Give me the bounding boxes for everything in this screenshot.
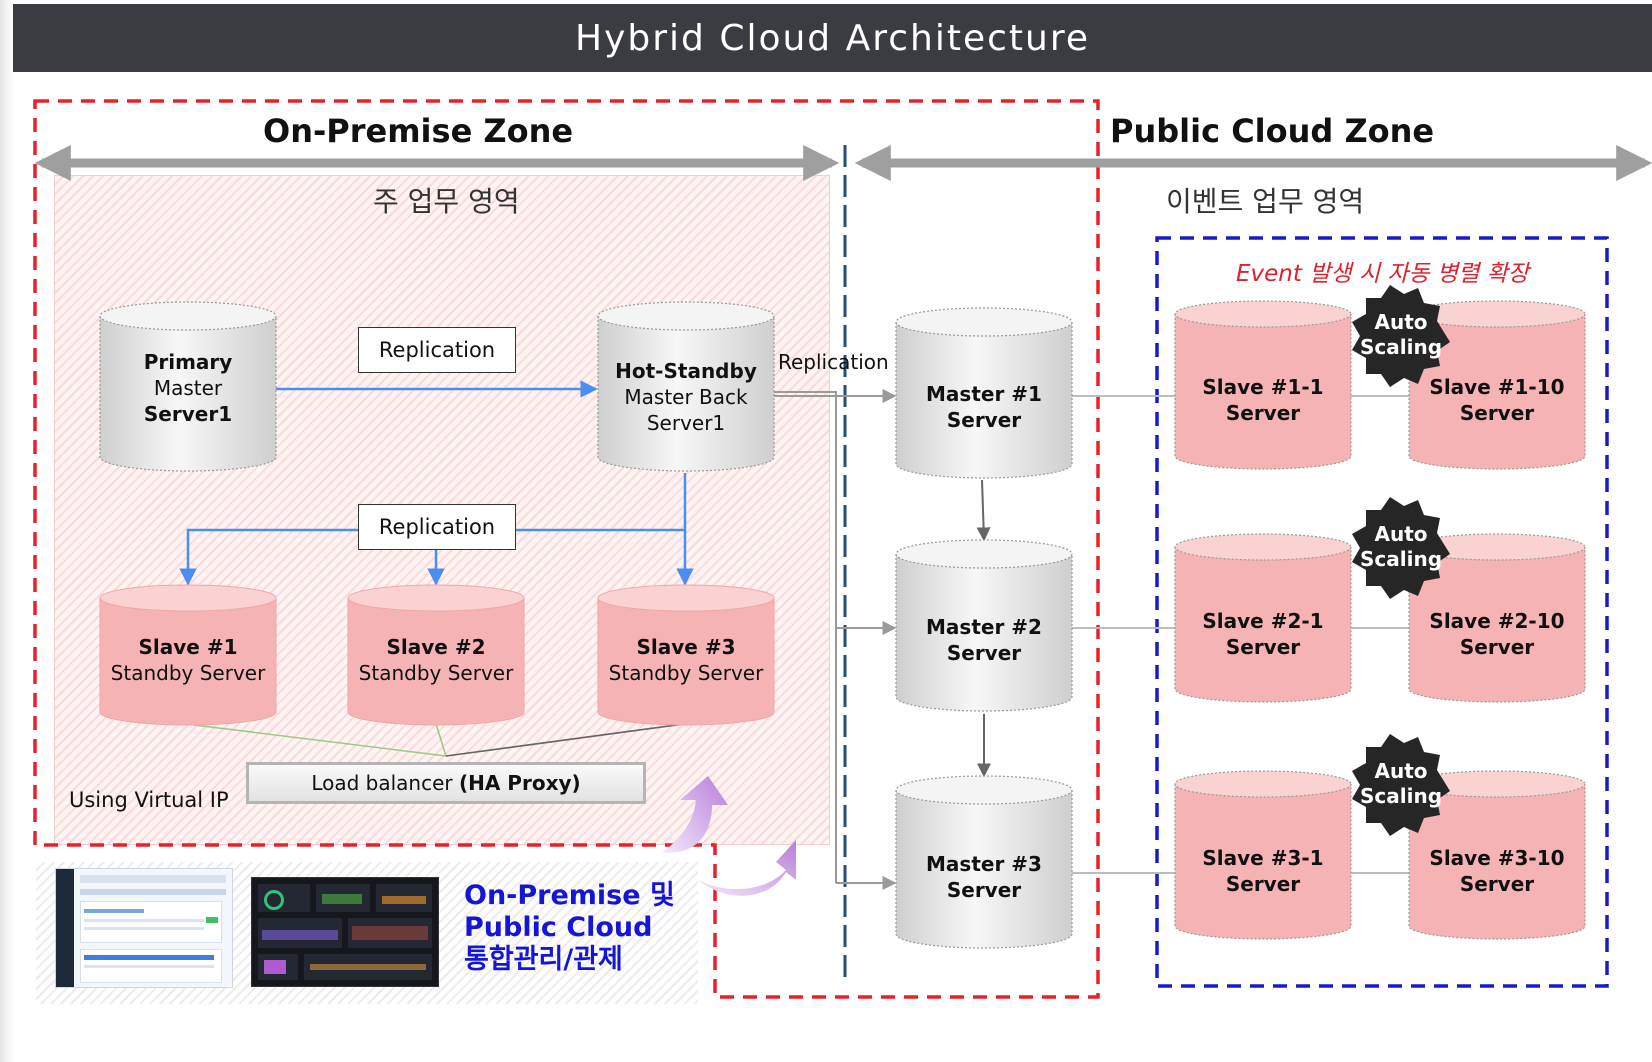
slave-1-label: Slave #1 Standby Server: [100, 634, 276, 686]
master-2-line-2: Server: [946, 641, 1022, 665]
replication-label-cloud: Replication: [778, 350, 889, 374]
management-curved-arrow-right: [698, 840, 796, 896]
auto-scaling-badge-3-text: Auto Scaling: [1326, 759, 1476, 809]
primary-master-server-cylinder: [99, 301, 277, 472]
slave-2-standby-cylinder: [347, 584, 525, 726]
master-2-line-1: Master #2: [926, 615, 1042, 639]
slave-1-10-label: Slave #1-10 Server: [1409, 374, 1585, 426]
slave-1-10-server-cylinder: [1408, 300, 1586, 470]
slave-3-to-load-balancer-line: [445, 723, 685, 757]
auto-scaling-badge-2-burst: [1352, 497, 1450, 599]
slave-3-1-label: Slave #3-1 Server: [1175, 845, 1351, 897]
slave-1-1-line-2: Server: [1225, 401, 1301, 425]
replication-label-top: Replication: [358, 327, 516, 373]
slave-3-1-line-1: Slave #3-1: [1202, 846, 1324, 870]
management-console-light-thumbnail: [55, 868, 233, 988]
slave-1-line-2: Standby Server: [110, 661, 266, 685]
slave-2-10-server-cylinder: [1408, 533, 1586, 703]
master-3-server-cylinder: [895, 775, 1073, 949]
management-label: On-Premise 및 Public Cloud 통합관리/관제: [464, 880, 675, 976]
primary-line-1: Primary: [143, 350, 233, 374]
slave-2-10-label: Slave #2-10 Server: [1409, 608, 1585, 660]
slave-2-line-1: Slave #2: [386, 635, 486, 659]
slave-2-1-line-2: Server: [1225, 635, 1301, 659]
hot-standby-line-1: Hot-Standby: [615, 359, 757, 383]
page-edge-shadow: [0, 0, 14, 1062]
on-premise-zone-border: [33, 99, 1100, 999]
slave-1-1-label: Slave #1-1 Server: [1175, 374, 1351, 426]
management-line-3: 통합관리/관제: [464, 944, 623, 975]
primary-line-3: Server1: [143, 402, 233, 426]
slave-2-10-line-1: Slave #2-10: [1429, 609, 1565, 633]
auto-scaling-1-line-1: Auto: [1374, 310, 1428, 334]
auto-scaling-badge-1-burst: [1352, 285, 1450, 387]
slave-2-label: Slave #2 Standby Server: [348, 634, 524, 686]
auto-scaling-1-line-2: Scaling: [1359, 335, 1443, 359]
master-1-line-1: Master #1: [926, 382, 1042, 406]
event-work-area-label: 이벤트 업무 영역: [1166, 185, 1365, 218]
hot-standby-line-2: Master Back: [624, 385, 748, 409]
load-balancer-box: Load balancer (HA Proxy): [246, 762, 646, 804]
load-balancer-prefix: Load balancer: [311, 771, 459, 795]
load-balancer-bold: (HA Proxy): [458, 771, 581, 795]
auto-scaling-badge-2-text: Auto Scaling: [1326, 522, 1476, 572]
master-2-server-cylinder: [895, 539, 1073, 712]
slave-3-line-2: Standby Server: [608, 661, 764, 685]
main-work-area-label: 주 업무 영역: [373, 185, 520, 218]
slave-3-standby-cylinder: [597, 584, 775, 726]
master-2-label: Master #2 Server: [896, 614, 1072, 666]
standby-to-masters-connector: [772, 391, 837, 883]
master-3-label: Master #3 Server: [896, 851, 1072, 903]
slave-3-line-1: Slave #3: [636, 635, 736, 659]
virtual-ip-label: Using Virtual IP: [69, 788, 229, 812]
primary-line-2: Master: [153, 376, 223, 400]
management-curved-arrow-up: [662, 776, 728, 853]
slave-2-1-server-cylinder: [1174, 533, 1352, 703]
title-bar: Hybrid Cloud Architecture: [13, 4, 1652, 72]
management-line-2: Public Cloud: [464, 912, 653, 943]
management-line-1: On-Premise 및: [464, 880, 675, 911]
auto-scaling-2-line-1: Auto: [1374, 522, 1428, 546]
slave-1-line-1: Slave #1: [138, 635, 238, 659]
slave-3-10-label: Slave #3-10 Server: [1409, 845, 1585, 897]
slave-1-standby-cylinder: [99, 584, 277, 726]
public-cloud-zone-title: Public Cloud Zone: [1110, 112, 1435, 150]
master-1-to-master-2-arrow: [976, 479, 991, 542]
slave-1-10-line-1: Slave #1-10: [1429, 375, 1565, 399]
master-1-label: Master #1 Server: [896, 381, 1072, 433]
slave-2-line-2: Standby Server: [358, 661, 514, 685]
auto-scaling-2-line-2: Scaling: [1359, 547, 1443, 571]
hot-standby-server-label: Hot-Standby Master Back Server1: [598, 358, 774, 436]
slave-3-label: Slave #3 Standby Server: [598, 634, 774, 686]
hot-standby-server-cylinder: [597, 301, 775, 472]
auto-scaling-3-line-2: Scaling: [1359, 784, 1443, 808]
slave-3-10-line-2: Server: [1459, 872, 1535, 896]
auto-scaling-badge-3-burst: [1352, 734, 1450, 836]
replication-label-middle: Replication: [358, 504, 516, 550]
slave-3-1-server-cylinder: [1174, 770, 1352, 940]
page-title: Hybrid Cloud Architecture: [575, 18, 1090, 59]
event-caption: Event 발생 시 자동 병렬 확장: [1236, 261, 1529, 287]
slave-2-1-line-1: Slave #2-1: [1202, 609, 1324, 633]
slaves-to-load-balancer-lines: [185, 723, 685, 757]
master-1-server-cylinder: [895, 307, 1073, 479]
master-3-line-2: Server: [946, 878, 1022, 902]
hot-standby-line-3: Server1: [646, 411, 726, 435]
master-1-line-2: Server: [946, 408, 1022, 432]
slave-1-10-line-2: Server: [1459, 401, 1535, 425]
primary-server-label: Primary Master Server1: [100, 349, 276, 427]
slave-3-10-line-1: Slave #3-10: [1429, 846, 1565, 870]
slave-2-1-label: Slave #2-1 Server: [1175, 608, 1351, 660]
auto-scaling-badge-1-text: Auto Scaling: [1326, 310, 1476, 360]
slave-2-10-line-2: Server: [1459, 635, 1535, 659]
auto-scaling-3-line-1: Auto: [1374, 759, 1428, 783]
slave-1-1-line-1: Slave #1-1: [1202, 375, 1324, 399]
slave-1-1-server-cylinder: [1174, 300, 1352, 470]
on-premise-zone-title: On-Premise Zone: [263, 112, 574, 150]
management-console-dark-thumbnail: [251, 877, 439, 987]
slave-3-1-line-2: Server: [1225, 872, 1301, 896]
master-3-line-1: Master #3: [926, 852, 1042, 876]
